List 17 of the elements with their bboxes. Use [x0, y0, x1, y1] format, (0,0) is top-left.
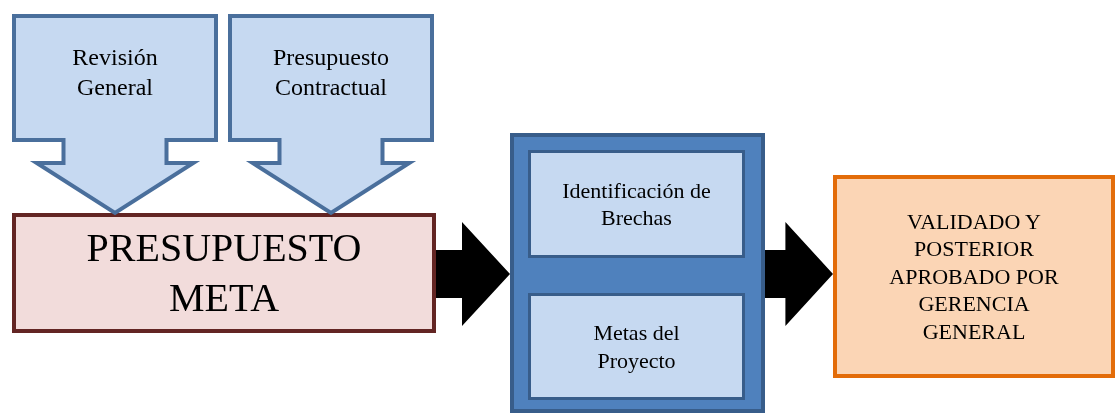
result-box: [833, 175, 1115, 378]
block-arrow: [436, 222, 510, 326]
process-box: [12, 213, 436, 333]
node-label: PRESUPUESTO META: [85, 224, 363, 322]
process-box: [528, 150, 745, 258]
container-panel: [510, 133, 765, 413]
callout-arrow: [245, 136, 417, 216]
callout-box: [12, 14, 218, 142]
node-label: Metas del Proyecto: [592, 319, 681, 374]
callout-box: [228, 14, 434, 142]
process-box: [528, 293, 745, 400]
node-label: Presupuesto Contractual: [272, 43, 390, 102]
callout-arrow: [29, 136, 201, 216]
node-label: Revisión General: [71, 43, 159, 102]
node-label: Identificación de Brechas: [561, 176, 712, 232]
block-arrow: [765, 222, 833, 326]
node-label: VALIDADO Y POSTERIOR APROBADO POR GERENCIA GENERAL: [888, 207, 1060, 346]
